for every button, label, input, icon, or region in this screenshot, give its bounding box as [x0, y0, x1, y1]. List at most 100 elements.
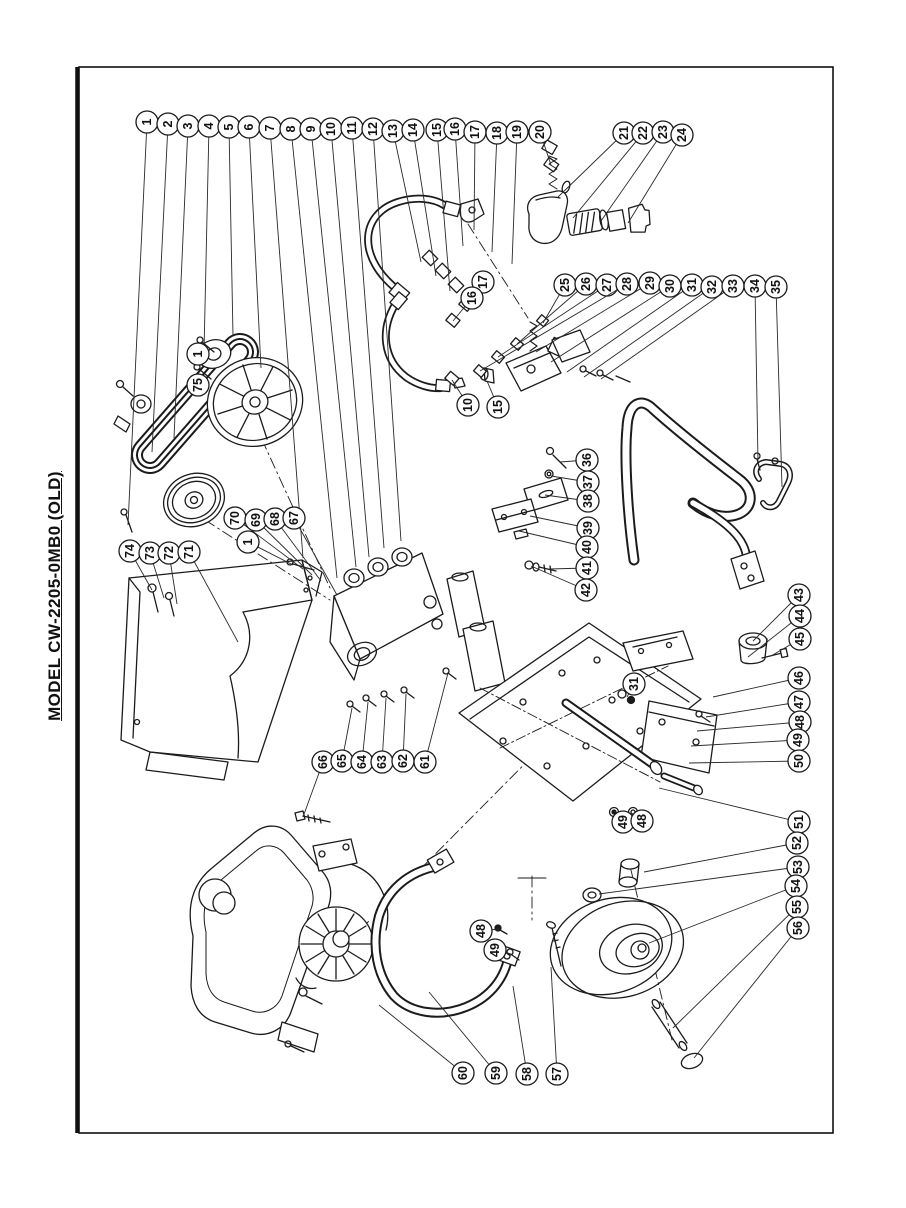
engine: [189, 810, 389, 1053]
svg-text:19: 19: [510, 125, 524, 139]
bolt-74: [120, 508, 133, 533]
svg-text:10: 10: [461, 398, 475, 412]
svg-text:36: 36: [580, 453, 594, 467]
callout-27: 27: [497, 273, 619, 358]
callout-63: 63: [370, 697, 394, 774]
svg-text:8: 8: [284, 125, 298, 132]
callout-58: 58: [512, 985, 539, 1086]
svg-text:75: 75: [191, 378, 205, 392]
callout-20: 20: [528, 120, 552, 166]
svg-text:15: 15: [491, 400, 505, 414]
callout-48: 48: [630, 809, 654, 833]
handle-loop: [370, 848, 521, 1018]
frame-screws: [494, 924, 520, 961]
callout-18: 18: [485, 121, 509, 253]
callout-47: 47: [705, 690, 811, 718]
svg-text:74: 74: [123, 544, 137, 558]
svg-text:1: 1: [140, 118, 154, 125]
svg-text:30: 30: [663, 279, 677, 293]
callout-12: 12: [361, 117, 402, 542]
callout-7: 7: [258, 116, 304, 559]
svg-text:63: 63: [375, 755, 389, 769]
svg-text:44: 44: [793, 609, 807, 623]
svg-text:71: 71: [182, 545, 196, 559]
callout-64: 64: [350, 701, 374, 774]
svg-text:3: 3: [181, 122, 195, 129]
svg-text:64: 64: [355, 755, 369, 769]
callout-57: 57: [545, 966, 569, 1086]
svg-text:45: 45: [793, 632, 807, 646]
svg-text:32: 32: [705, 280, 719, 294]
callout-43: 43: [752, 583, 811, 642]
drawing-border: [75, 66, 834, 1134]
callout-67: 67: [282, 506, 338, 596]
svg-text:22: 22: [636, 126, 650, 140]
belt-guard: [120, 559, 323, 781]
svg-text:37: 37: [581, 475, 595, 489]
svg-text:67: 67: [287, 511, 301, 525]
callout-49: 49: [690, 728, 810, 752]
callout-8: 8: [279, 117, 338, 579]
svg-text:35: 35: [769, 280, 783, 294]
svg-text:12: 12: [366, 122, 380, 136]
callout-9: 9: [299, 117, 357, 568]
callout-55: 55: [672, 895, 809, 1029]
nozzle-assembly: [526, 129, 651, 245]
svg-text:53: 53: [791, 860, 805, 874]
callout-49: 49: [483, 938, 512, 962]
svg-text:62: 62: [396, 754, 410, 768]
callout-25: 25: [542, 273, 577, 324]
svg-text:10: 10: [324, 122, 338, 136]
svg-text:13: 13: [386, 124, 400, 138]
gun-holder-hook: [753, 452, 793, 511]
svg-text:34: 34: [748, 279, 762, 293]
svg-text:33: 33: [726, 279, 740, 293]
pump-mount-bolts: [346, 667, 457, 713]
wheel: [549, 896, 685, 999]
callout-6: 6: [237, 115, 262, 369]
callout-71: 71: [177, 540, 239, 643]
svg-text:17: 17: [468, 125, 482, 139]
crankshaft-pulley: [206, 356, 304, 448]
callout-4: 4: [197, 114, 221, 353]
svg-text:49: 49: [616, 815, 630, 829]
callout-16: 16: [452, 286, 484, 322]
svg-text:73: 73: [143, 546, 157, 560]
callout-10: 10: [319, 117, 370, 558]
svg-text:14: 14: [406, 123, 420, 137]
callout-10: 10: [451, 379, 480, 417]
shaft-key: [113, 415, 131, 433]
callout-48: 48: [696, 710, 812, 734]
svg-text:7: 7: [263, 124, 277, 131]
callout-28: 28: [479, 272, 639, 372]
svg-text:65: 65: [335, 754, 349, 768]
frame-rail: [561, 698, 704, 818]
svg-text:31: 31: [627, 677, 641, 691]
callout-30: 30: [550, 274, 682, 363]
callout-62: 62: [391, 693, 415, 773]
callout-53: 53: [598, 855, 810, 895]
callout-50: 50: [688, 749, 811, 773]
callout-34: 34: [743, 274, 767, 463]
svg-text:43: 43: [792, 588, 806, 602]
svg-text:27: 27: [600, 278, 614, 292]
callout-41: 41: [548, 556, 599, 580]
svg-text:21: 21: [617, 126, 631, 140]
svg-text:26: 26: [579, 277, 593, 291]
callout-54: 54: [648, 874, 808, 944]
svg-text:66: 66: [316, 755, 330, 769]
callout-60: 60: [378, 1004, 475, 1085]
svg-text:51: 51: [792, 815, 806, 829]
svg-text:20: 20: [533, 125, 547, 139]
svg-text:41: 41: [580, 561, 594, 575]
svg-text:69: 69: [249, 513, 263, 527]
svg-text:70: 70: [228, 511, 242, 525]
svg-text:55: 55: [790, 900, 804, 914]
svg-text:18: 18: [490, 126, 504, 140]
svg-text:40: 40: [580, 540, 594, 554]
callout-29: 29: [535, 271, 662, 353]
svg-text:50: 50: [792, 754, 806, 768]
svg-text:5: 5: [222, 123, 236, 130]
svg-text:9: 9: [304, 125, 318, 132]
